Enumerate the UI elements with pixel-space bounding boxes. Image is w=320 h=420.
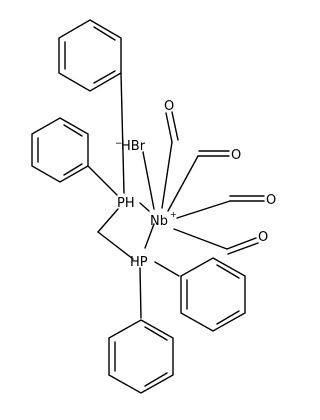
oxygen-3-label: O [266, 193, 276, 208]
oxygen-4-label: O [258, 230, 268, 245]
phenyl-ring-right-lower [180, 257, 246, 332]
hbr-charge-label: − [115, 139, 123, 149]
phenyl-ring-bottom [108, 319, 174, 394]
niobium-charge-label: + [170, 210, 177, 219]
carbonyl-1 [161, 111, 179, 209]
oxygen-1-label: O [164, 99, 174, 114]
bond-hbr-to-nb [142, 151, 155, 210]
bond-lower-p-to-nb [144, 223, 155, 249]
phenyl-ring-left [31, 117, 89, 183]
phosphorus-lower-label: HP [130, 255, 148, 270]
phenyl-ring-top [58, 19, 122, 92]
molecule-diagram: − HBr PH Nb + HP O O O O [31, 19, 276, 394]
bond-ring-top-to-p [120, 72, 125, 194]
carbonyl-2 [167, 150, 230, 212]
oxygen-2-label: O [231, 148, 241, 163]
bond-lower-p-to-ring-right [154, 261, 180, 277]
carbonyl-3 [176, 195, 265, 219]
structure-canvas: − HBr PH Nb + HP O O O O [31, 19, 276, 394]
hbr-label: HBr [121, 139, 146, 154]
bond-lower-p-to-ring-bottom [139, 267, 142, 319]
niobium-label: Nb [150, 214, 168, 229]
bond-upper-p-to-nb [139, 202, 150, 212]
carbonyl-4 [173, 228, 259, 255]
ethylene-bridge [97, 208, 134, 260]
bond-ring-left-to-p [87, 165, 118, 196]
phosphorus-upper-label: PH [117, 196, 135, 211]
